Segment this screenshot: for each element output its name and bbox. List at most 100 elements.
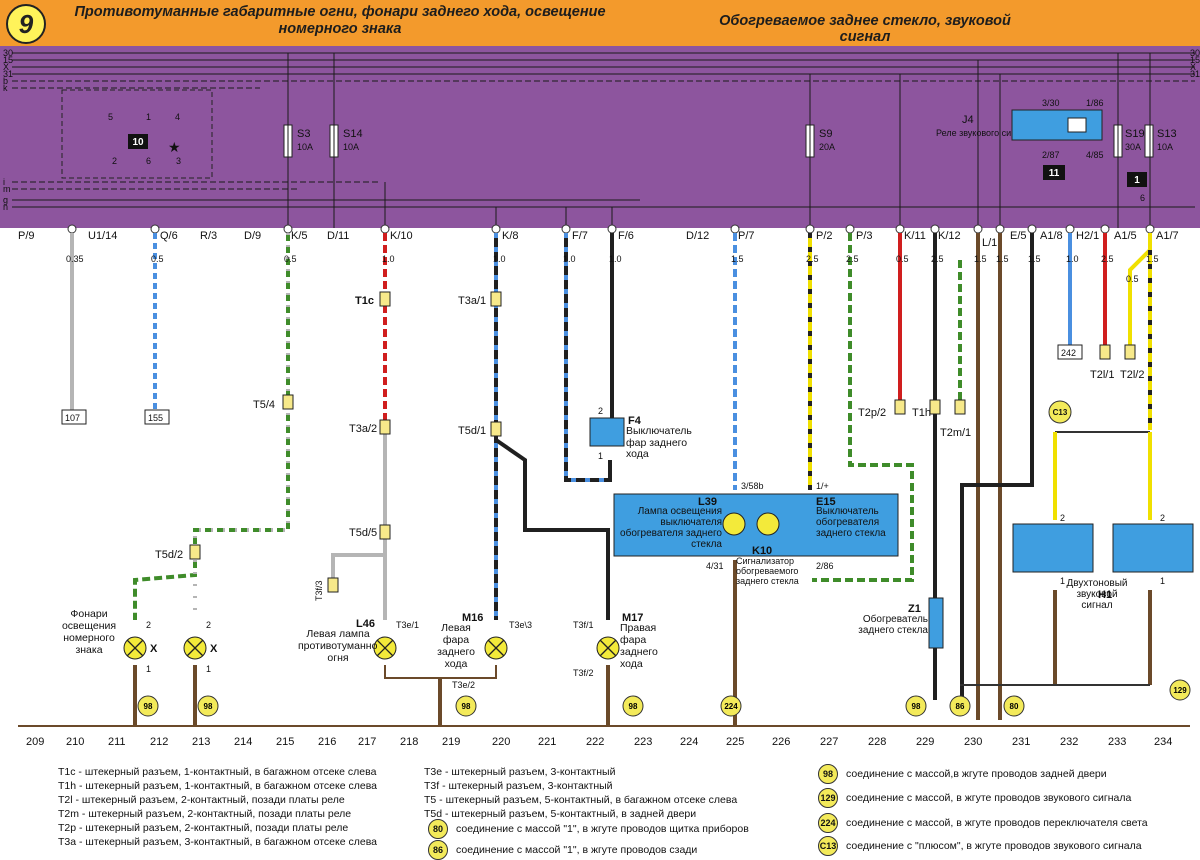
legend-ground-98-badge: 98 xyxy=(818,764,838,784)
bus-labels: 30 15 X 31 b k i m g n 30 15 X 31 xyxy=(3,48,1200,212)
svg-text:86: 86 xyxy=(956,702,965,711)
svg-text:A1/8: A1/8 xyxy=(1040,230,1063,242)
svg-text:3/30: 3/30 xyxy=(1042,98,1060,108)
legend-t3e: T3e - штекерный разъем, 3-контактный xyxy=(424,766,616,778)
svg-text:2.5: 2.5 xyxy=(806,254,819,264)
svg-text:1.5: 1.5 xyxy=(974,254,987,264)
svg-text:S13: S13 xyxy=(1157,128,1177,140)
svg-text:212: 212 xyxy=(150,736,168,748)
svg-text:222: 222 xyxy=(586,736,604,748)
svg-text:T3f/1: T3f/1 xyxy=(573,620,594,630)
svg-text:1.5: 1.5 xyxy=(1146,254,1159,264)
svg-text:221: 221 xyxy=(538,736,556,748)
svg-text:10: 10 xyxy=(132,137,144,148)
header-bar: 9 Противотуманные габаритные огни, фонар… xyxy=(0,0,1200,46)
svg-text:L46: L46 xyxy=(356,618,375,630)
svg-text:S3: S3 xyxy=(297,128,310,140)
svg-text:2: 2 xyxy=(1060,513,1065,523)
lamp-labels: X X 2 1 2 1 Фонари освещения номерного з… xyxy=(62,608,658,674)
svg-text:M16: M16 xyxy=(462,612,483,624)
top-connectors: P/9 U1/14 Q/6 R/3 D/9 K/5 D/11 K/10 K/8 … xyxy=(18,230,1179,249)
svg-text:T2l/2: T2l/2 xyxy=(1120,369,1144,381)
svg-text:231: 231 xyxy=(1012,736,1030,748)
svg-text:211: 211 xyxy=(108,736,126,748)
svg-text:225: 225 xyxy=(726,736,744,748)
legend-t2l: T2l - штекерный разъем, 2-контактный, по… xyxy=(58,794,345,806)
svg-text:X: X xyxy=(150,643,158,655)
legend-ground-80-badge: 80 xyxy=(428,819,448,839)
legend-ground-129-badge: 129 xyxy=(818,788,838,808)
svg-text:T3e/1: T3e/1 xyxy=(396,620,419,630)
svg-text:1: 1 xyxy=(1160,576,1165,586)
svg-text:98: 98 xyxy=(144,702,153,711)
svg-text:T1h: T1h xyxy=(912,407,931,419)
horn-h1: 2 2 1 1 H1 Двухтоновый звуковой сигнал C… xyxy=(1012,400,1194,611)
legend-ground-80: соединение с массой "1", в жгуте проводо… xyxy=(456,823,749,835)
svg-text:2/87: 2/87 xyxy=(1042,150,1060,160)
svg-text:6: 6 xyxy=(1140,193,1145,203)
svg-text:229: 229 xyxy=(916,736,934,748)
svg-text:10A: 10A xyxy=(1157,142,1173,152)
svg-text:217: 217 xyxy=(358,736,376,748)
svg-text:T3e\3: T3e\3 xyxy=(509,620,532,630)
svg-text:209: 209 xyxy=(26,736,44,748)
svg-text:L/1: L/1 xyxy=(982,237,997,249)
legend-plus-c13-badge: C13 xyxy=(818,836,838,856)
svg-text:80: 80 xyxy=(1010,702,1019,711)
svg-text:F4: F4 xyxy=(628,415,642,427)
legend-plus-c13: соединение с "плюсом", в жгуте проводов … xyxy=(846,840,1142,852)
svg-text:L39: L39 xyxy=(698,496,717,508)
bus-label-30-right: 30 xyxy=(1190,48,1200,58)
svg-text:E15: E15 xyxy=(816,496,836,508)
svg-text:S19: S19 xyxy=(1125,128,1145,140)
fuse-s13: S13 10A xyxy=(1144,124,1177,158)
svg-text:2.5: 2.5 xyxy=(931,254,944,264)
bus-label-m: m xyxy=(3,184,11,194)
svg-text:0.5: 0.5 xyxy=(284,254,297,264)
bus-label-i: i xyxy=(3,177,5,187)
svg-text:T2l/1: T2l/1 xyxy=(1090,369,1114,381)
bus-label-k: k xyxy=(3,83,8,93)
svg-text:F/7: F/7 xyxy=(572,230,588,242)
svg-text:T5d/2: T5d/2 xyxy=(155,549,183,561)
svg-text:T2p/2: T2p/2 xyxy=(858,407,886,419)
svg-text:4: 4 xyxy=(175,112,180,122)
svg-text:155: 155 xyxy=(148,413,163,423)
title-right: Обогреваемое заднее стекло, звуковой сиг… xyxy=(719,13,1011,45)
svg-text:T3f/3: T3f/3 xyxy=(314,580,324,601)
svg-text:1.0: 1.0 xyxy=(493,254,506,264)
svg-text:233: 233 xyxy=(1108,736,1126,748)
svg-text:1: 1 xyxy=(1134,175,1140,186)
svg-text:2: 2 xyxy=(598,406,603,416)
svg-text:K/5: K/5 xyxy=(291,230,308,242)
legend-t5: T5 - штекерный разъем, 5-контактный, в б… xyxy=(424,794,738,806)
svg-text:230: 230 xyxy=(964,736,982,748)
svg-text:R/3: R/3 xyxy=(200,230,217,242)
legend-t1h: T1h - штекерный разъем, 1-контактный, в … xyxy=(58,780,377,792)
svg-text:220: 220 xyxy=(492,736,510,748)
svg-text:2: 2 xyxy=(146,620,151,630)
svg-text:2: 2 xyxy=(112,156,117,166)
svg-text:T5d/5: T5d/5 xyxy=(349,527,377,539)
svg-text:H1: H1 xyxy=(1098,589,1112,601)
svg-text:210: 210 xyxy=(66,736,84,748)
svg-text:Реле звукового сигнала: Реле звукового сигнала xyxy=(936,128,1035,138)
svg-text:1: 1 xyxy=(146,664,151,674)
plug-labels: T1c T5/4 T3a/2 T5d/5 T3f/3 T5d/2 T3a/1 T… xyxy=(155,295,1144,690)
page-number-badge: 9 xyxy=(6,4,46,44)
legend-t2m: T2m - штекерный разъем, 2-контактный, по… xyxy=(58,808,352,820)
svg-text:20A: 20A xyxy=(819,142,835,152)
svg-text:1.0: 1.0 xyxy=(382,254,395,264)
relay-1: 1 6 xyxy=(1127,172,1147,203)
svg-text:1: 1 xyxy=(598,451,603,461)
bus-label-15-right: 15 xyxy=(1190,55,1200,65)
svg-text:224: 224 xyxy=(724,702,738,711)
svg-text:234: 234 xyxy=(1154,736,1172,748)
svg-text:219: 219 xyxy=(442,736,460,748)
svg-text:1.5: 1.5 xyxy=(996,254,1009,264)
svg-text:P/9: P/9 xyxy=(18,230,35,242)
svg-text:A1/7: A1/7 xyxy=(1156,230,1179,242)
svg-text:98: 98 xyxy=(204,702,213,711)
svg-text:D/9: D/9 xyxy=(244,230,261,242)
svg-text:U1/14: U1/14 xyxy=(88,230,117,242)
